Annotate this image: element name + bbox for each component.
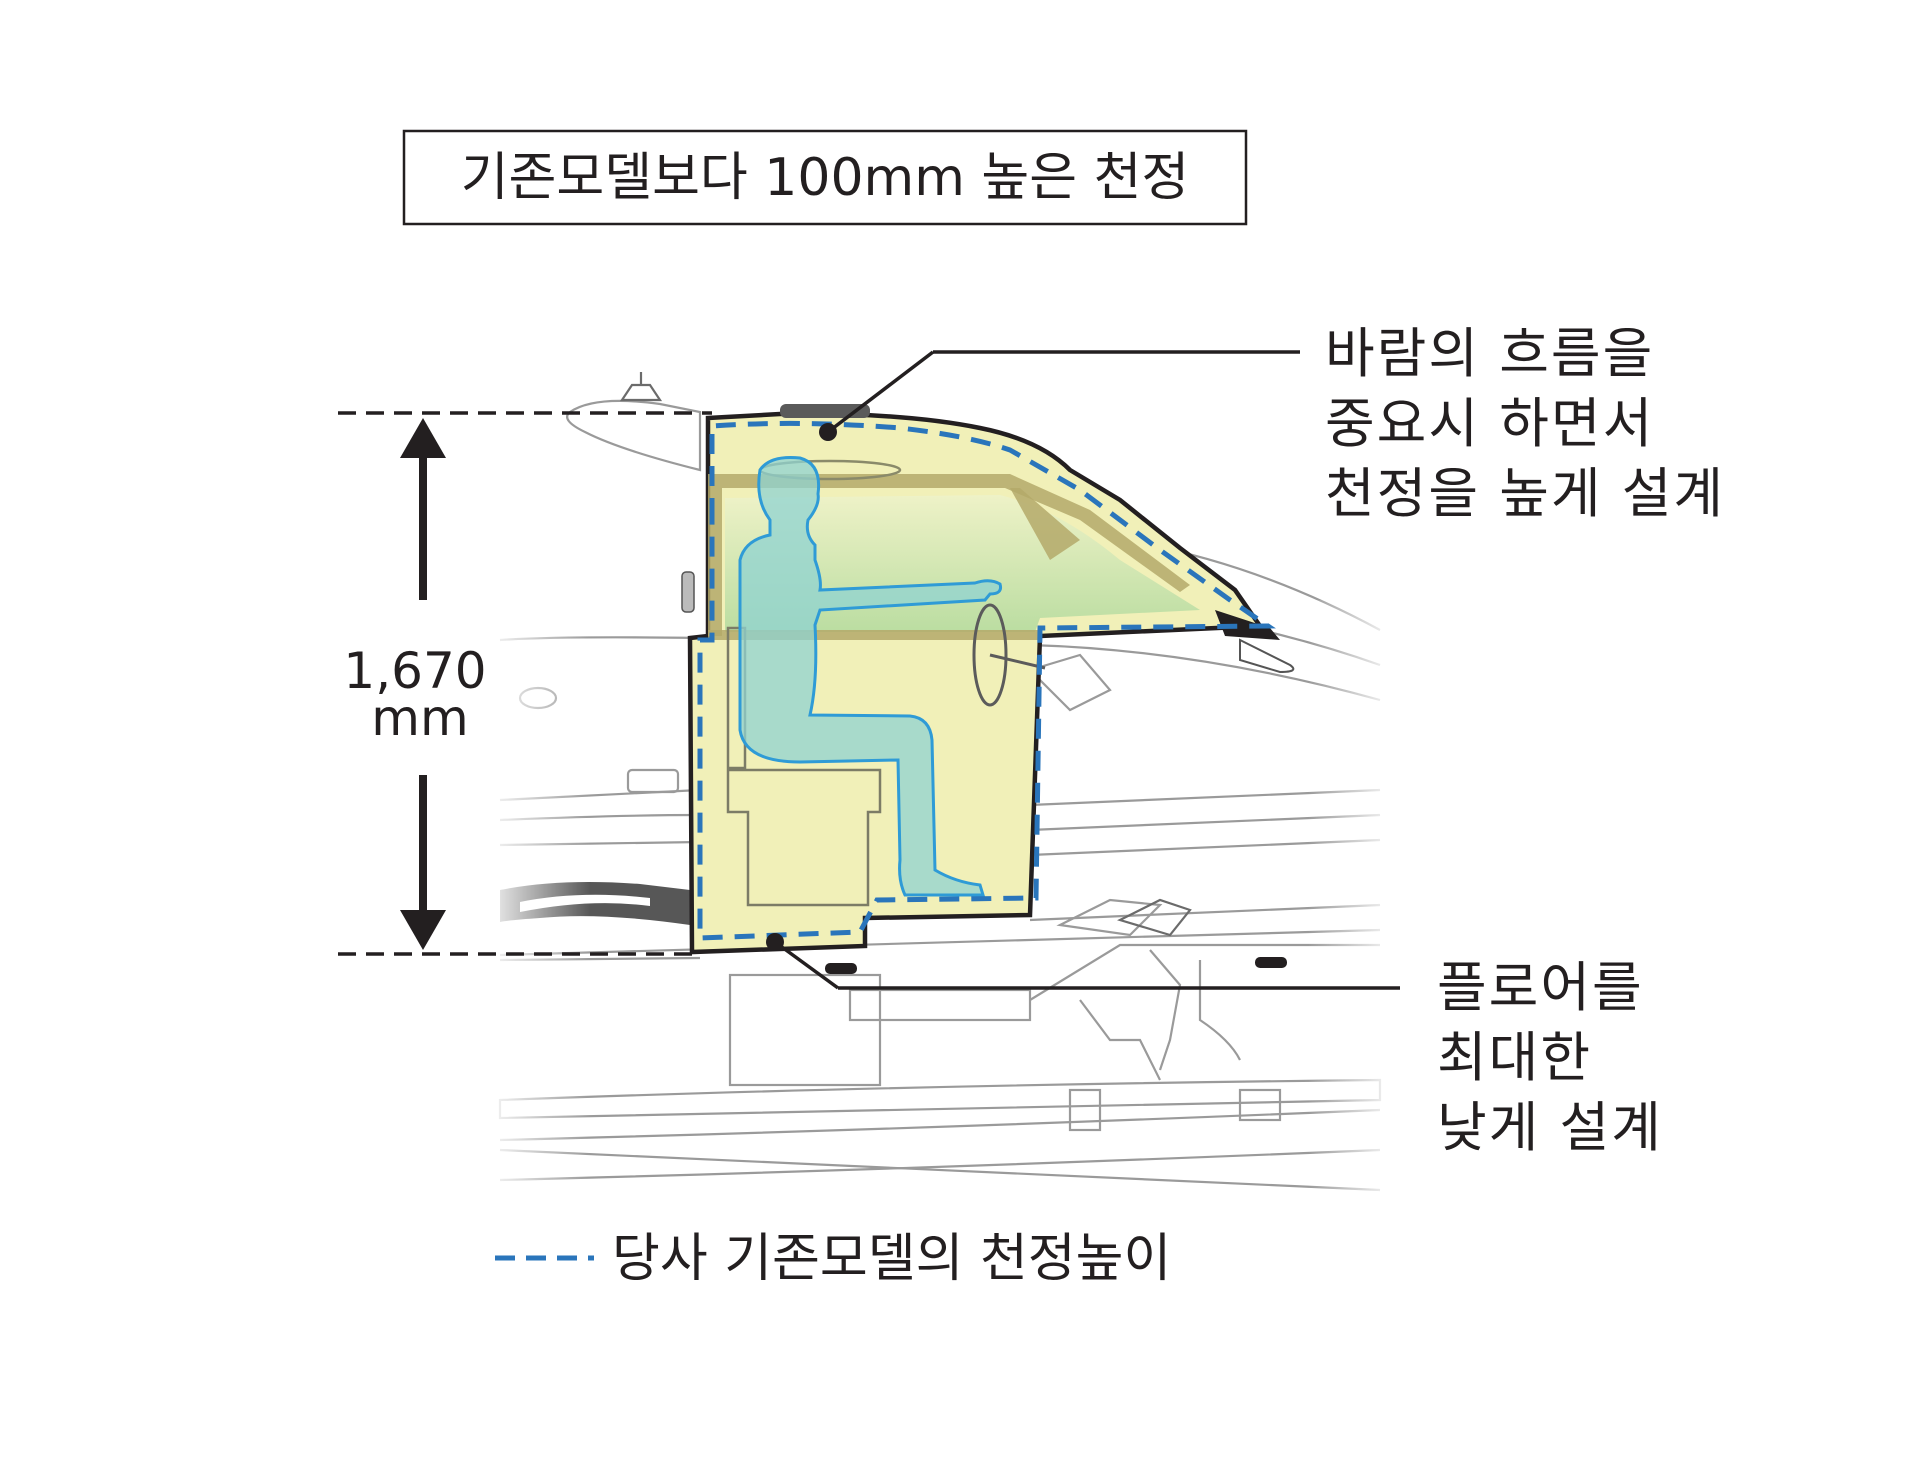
dimension-unit: mm bbox=[371, 689, 468, 747]
height-dimension: 1,670 mm bbox=[338, 411, 712, 956]
person-silhouette bbox=[738, 456, 1002, 897]
callout-floor-line-1: 플로어를 bbox=[1437, 956, 1644, 1019]
callout-ceiling-line-3: 천정을 높게 설계 bbox=[1325, 462, 1725, 525]
dimension-value: 1,670 bbox=[343, 642, 486, 700]
legend-label: 당사 기존모델의 천정높이 bbox=[612, 1229, 1171, 1289]
callout-ceiling-line-2: 중요시 하면서 bbox=[1325, 392, 1654, 455]
title-box: 기존모델보다 100mm 높은 천정 bbox=[402, 129, 1248, 226]
title-text: 기존모델보다 100mm 높은 천정 bbox=[461, 148, 1190, 208]
callout-floor-line-3: 낮게 설계 bbox=[1437, 1096, 1663, 1159]
legend: 당사 기존모델의 천정높이 bbox=[495, 1229, 1171, 1289]
legacy-ceiling-outline bbox=[697, 420, 1276, 941]
callout-floor: 플로어를 최대한 낮게 설계 bbox=[766, 933, 1663, 1159]
callout-floor-line-2: 최대한 bbox=[1437, 1026, 1592, 1089]
callout-ceiling: 바람의 흐름을 중요시 하면서 천정을 높게 설계 bbox=[819, 322, 1725, 525]
callout-ceiling-line-1: 바람의 흐름을 bbox=[1325, 322, 1654, 385]
